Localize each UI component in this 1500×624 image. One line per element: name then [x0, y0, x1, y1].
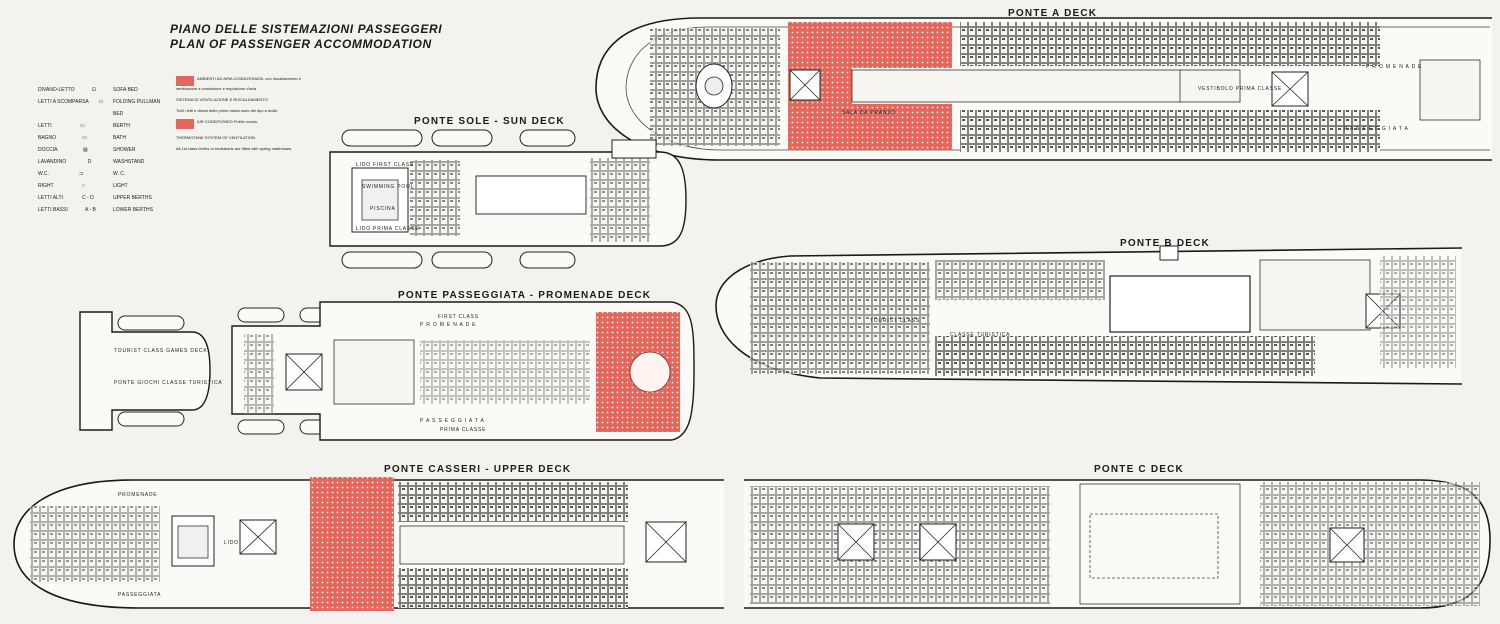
notes-panel: AMBIENTI AD ARIA CONDIZIONATA, con risca…: [176, 76, 306, 157]
sun-deck: [329, 129, 687, 269]
legend-row: W.C.⊐W. C.: [38, 171, 126, 177]
note-ventilation-en: THERMOTANK SYSTEM OF VENTILATION.: [176, 135, 257, 140]
red-swatch: [176, 76, 194, 86]
note-air-conditioned-it: AMBIENTI AD ARIA CONDIZIONATA, con risca…: [176, 76, 302, 91]
legend-row: DOCCIA▨SHOWER: [38, 147, 136, 153]
promenade-a-label: P R O M E N A D E: [1366, 64, 1423, 70]
legend-row: LETTI A SCOMPARSA▭FOLDING PULLMAN BED: [38, 99, 161, 117]
promenade-deck: [231, 301, 695, 441]
sala-da-pranzo-label: SALA DA PRANZO: [842, 110, 896, 116]
passeggiata-label: P A S S E G G I A T A: [420, 418, 485, 424]
deck-b-title: PONTE B DECK: [1120, 238, 1210, 249]
lido-prima-label: LIDO PRIMA CLASSE: [356, 226, 420, 232]
title-english: PLAN OF PASSENGER ACCOMMODATION: [170, 37, 432, 51]
classe-turistica-label: CLASSE TURISTICA: [950, 332, 1011, 338]
note-ventilation-it: SISTEMA DI VENTILAZIONE E RISCALDAMENTO: [176, 97, 268, 102]
upper-deck-title: PONTE CASSERI - UPPER DECK: [384, 464, 572, 475]
vestibolo-label: VESTIBOLO PRIMA CLASSE: [1198, 86, 1283, 92]
swimming-pool-label: SWIMMING POOL: [362, 184, 415, 190]
passeggiata-a-label: P A S S E G G I A T A: [1344, 126, 1409, 132]
tourist-class-label: TOURIST CLASS: [870, 318, 920, 324]
promenade-deck-title: PONTE PASSEGGIATA - PROMENADE DECK: [398, 290, 652, 301]
legend-row: RIGHT○LIGHT: [38, 183, 128, 189]
first-class-label: FIRST CLASS: [438, 314, 479, 320]
plan-title: PIANO DELLE SISTEMAZIONI PASSEGGERI PLAN…: [170, 22, 442, 52]
legend-row: LETTI▭BERTH: [38, 123, 130, 129]
deck-a-title: PONTE A DECK: [1008, 8, 1098, 19]
deck-b: [715, 245, 1463, 385]
promenade-upper-label: PROMENADE: [118, 492, 158, 498]
legend: DIVANO-LETTO⊡SOFA BED LETTI A SCOMPARSA▭…: [38, 84, 163, 216]
note-mattresses-it: Tutti i letti e divani delle prime class…: [176, 108, 279, 113]
note-mattresses-en: All 1st class berths or bedsteads are fi…: [176, 146, 293, 151]
upper-deck: [13, 477, 724, 611]
tourist-games-label: TOURIST CLASS GAMES DECK: [114, 348, 208, 354]
piscina-label: PISCINA: [370, 206, 396, 212]
deck-c-title: PONTE C DECK: [1094, 464, 1184, 475]
note-air-conditioned-en: AIR CONDITIONED Public rooms.: [176, 119, 306, 129]
prima-classe-label: PRIMA CLASSE: [440, 427, 487, 433]
deck-c: [744, 479, 1491, 609]
promenade-top-label: P R O M E N A D E: [420, 322, 477, 328]
red-swatch: [176, 119, 194, 129]
lido-upper-label: LIDO: [224, 540, 239, 546]
tourist-games-deck: [79, 311, 211, 431]
ponte-giochi-label: PONTE GIOCHI CLASSE TURISTICA: [114, 380, 223, 386]
deck-a: [595, 17, 1492, 161]
lido-first-label: LIDO FIRST CLASS: [356, 162, 414, 168]
legend-row: DIVANO-LETTO⊡SOFA BED: [38, 87, 138, 93]
sun-deck-title: PONTE SOLE - SUN DECK: [414, 116, 565, 127]
title-italian: PIANO DELLE SISTEMAZIONI PASSEGGERI: [170, 22, 443, 36]
legend-row: BAGNO▭BATH: [38, 135, 126, 141]
passeggiata-upper-label: PASSEGGIATA: [118, 592, 162, 598]
